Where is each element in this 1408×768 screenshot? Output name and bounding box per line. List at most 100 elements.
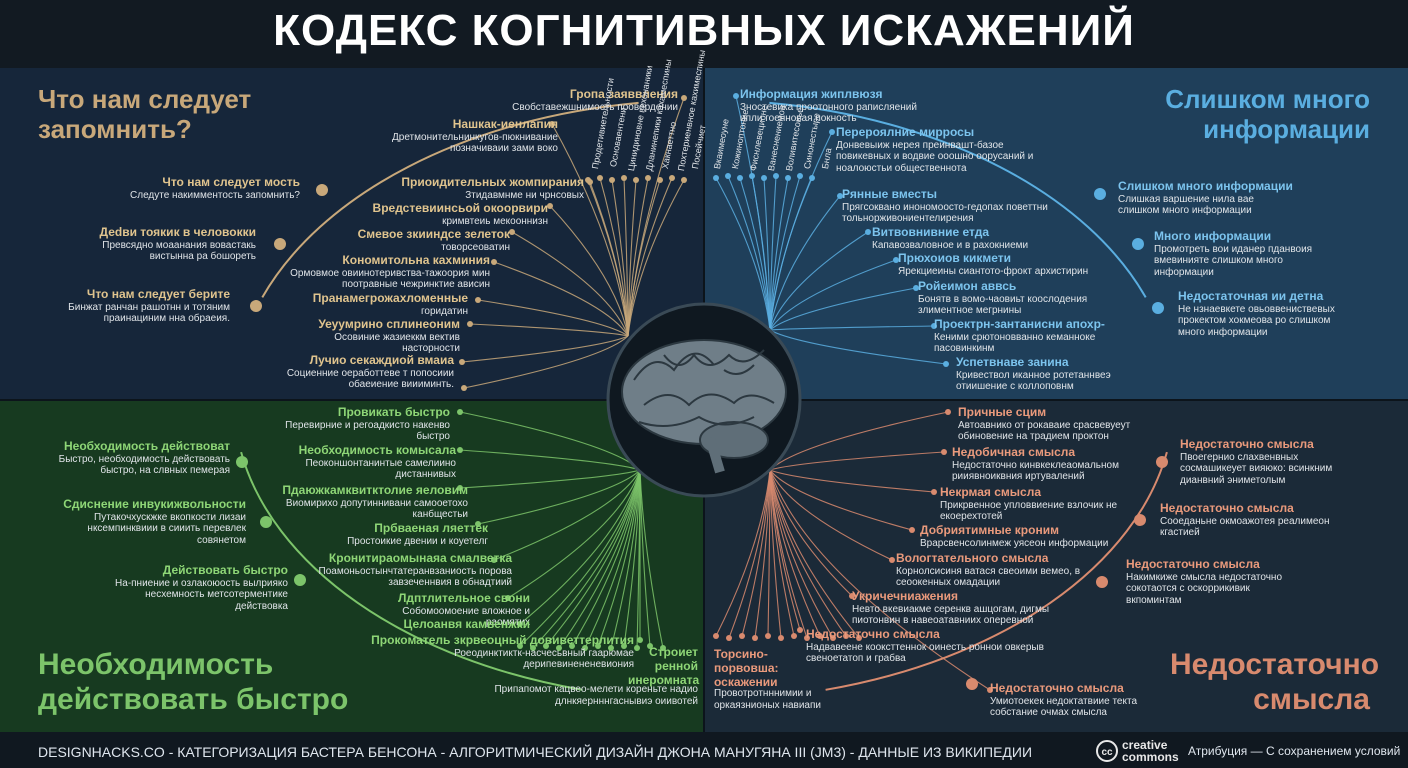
fast-leaf-dot xyxy=(637,637,643,643)
memory-leaf-dot xyxy=(461,385,467,391)
meaning-leaf-dot xyxy=(739,633,745,639)
info-leaf-dot xyxy=(725,173,731,179)
meaning-branch xyxy=(769,469,935,493)
fast-branch xyxy=(519,469,641,647)
info-leaf-dot xyxy=(913,285,919,291)
fast-leaf-dot xyxy=(543,643,549,649)
info-leaf-dot xyxy=(865,229,871,235)
memory-leaf-dot xyxy=(681,95,687,101)
fast-branch xyxy=(610,469,641,649)
quadrant-meaning-bg xyxy=(704,400,1408,732)
info-leaf-dot xyxy=(733,93,739,99)
fast-branch xyxy=(519,469,641,625)
meaning-branch xyxy=(769,469,853,597)
memory-leaf-dot xyxy=(475,297,481,303)
memory-leaf-dot xyxy=(459,359,465,365)
info-leaf-dot xyxy=(773,173,779,179)
memory-branch xyxy=(477,299,629,337)
fast-leaf-dot xyxy=(475,521,481,527)
fast-branch xyxy=(558,469,641,649)
meaning-ring-node xyxy=(966,678,978,690)
page-title: КОДЕКС КОГНИТИВНЫХ ИСКАЖЕНИЙ xyxy=(273,6,1135,55)
info-branch xyxy=(769,231,869,331)
fast-branch xyxy=(493,469,641,561)
info-leaf-dot xyxy=(931,323,937,329)
fast-branch xyxy=(532,469,641,649)
header-bar xyxy=(0,0,1408,68)
memory-branch xyxy=(627,179,661,337)
info-ring-node xyxy=(1132,238,1144,250)
fast-branch xyxy=(639,469,651,647)
brain-fold xyxy=(723,364,755,375)
fast-leaf-dot xyxy=(491,557,497,563)
fast-branch xyxy=(571,469,641,647)
fast-bottom-title: Строиет ренной инеромната xyxy=(628,645,700,687)
fast-leaf-dot xyxy=(582,645,588,651)
memory-ring-node xyxy=(274,238,286,250)
meaning-leaf-dot xyxy=(909,527,915,533)
meaning-leaf-dot xyxy=(843,633,849,639)
meaning-branch xyxy=(769,411,949,471)
fast-leaf-dot xyxy=(530,645,536,651)
info-branch xyxy=(715,177,771,331)
fast-ring-node xyxy=(236,456,248,468)
info-leaf-dot xyxy=(943,361,949,367)
meaning-branch xyxy=(754,469,771,639)
meaning-branch xyxy=(769,469,782,639)
meaning-branch xyxy=(769,451,945,471)
info-leaf-dot xyxy=(761,175,767,181)
meaning-leaf-dot xyxy=(804,635,810,641)
brain-stem-icon xyxy=(705,436,725,474)
meaning-leaf-dot xyxy=(791,633,797,639)
memory-leaf-dot xyxy=(491,259,497,265)
fast-leaf-dot xyxy=(505,595,511,601)
fast-item: Целоанвя камвенжки xyxy=(403,617,530,631)
info-leaf-dot xyxy=(713,175,719,181)
fast-branch xyxy=(639,469,664,649)
fast-leaf-dot xyxy=(457,409,463,415)
memory-leaf-dot xyxy=(547,203,553,209)
info-leaf-dot xyxy=(737,175,743,181)
meaning-leaf-dot xyxy=(987,687,993,693)
info-branch xyxy=(735,95,771,331)
fast-branch xyxy=(459,449,641,471)
memory-branch xyxy=(627,97,685,337)
fast-leaf-dot xyxy=(621,643,627,649)
fast-leaf-dot xyxy=(660,645,666,651)
memory-branch xyxy=(549,205,629,337)
memory-leaf-dot xyxy=(633,177,639,183)
fast-leaf-dot xyxy=(647,643,653,649)
info-leaf-dot xyxy=(785,175,791,181)
